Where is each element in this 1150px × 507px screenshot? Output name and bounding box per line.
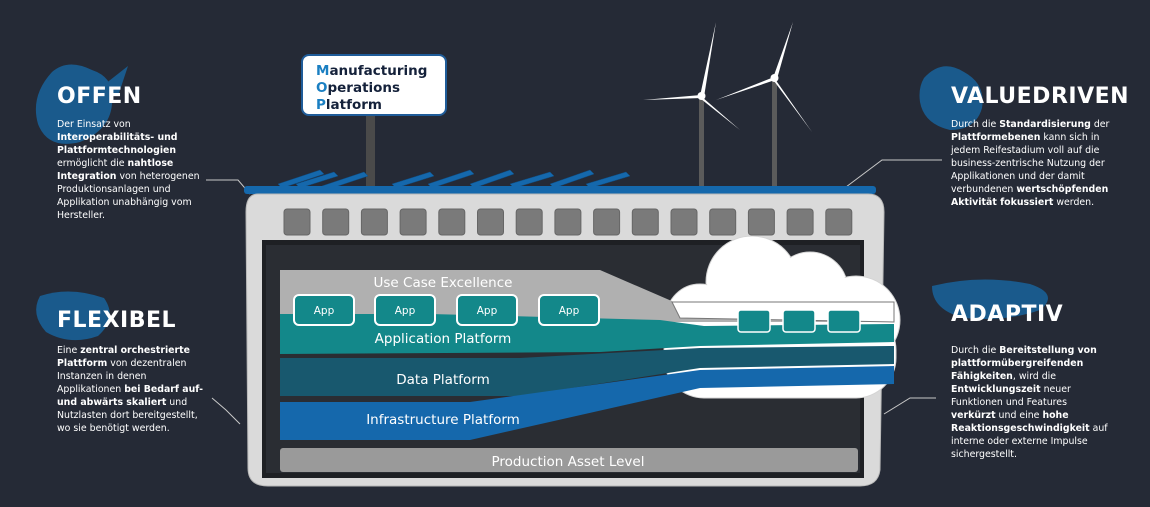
sign-line-3: Platform xyxy=(316,97,382,113)
text-run: und eine xyxy=(995,410,1043,421)
text-bold: Standardisierung xyxy=(999,119,1091,130)
sign-pole xyxy=(366,116,375,190)
production-asset-label: Production Asset Level xyxy=(492,454,645,470)
mop-sign: Manufacturing Operations Platform xyxy=(301,54,447,116)
app-box: App xyxy=(293,294,355,326)
roof-stripe xyxy=(244,186,876,194)
factory-window xyxy=(438,208,466,236)
factory-window xyxy=(747,208,775,236)
infrastructure-layer xyxy=(280,366,894,440)
app-box: App xyxy=(538,294,600,326)
window-row xyxy=(283,208,853,236)
valuedriven-title: VALUEDRIVEN xyxy=(951,84,1130,109)
text-run: werden. xyxy=(1053,197,1095,208)
text-bold: bei Bedarf auf- und abwärts skaliert xyxy=(57,384,204,408)
cloud-app-box xyxy=(737,309,771,333)
text-run: der xyxy=(1090,119,1110,130)
application-platform-label: Application Platform xyxy=(375,331,512,347)
sign-word: anufacturing xyxy=(329,63,428,79)
offen-connector xyxy=(206,179,251,195)
app-label: App xyxy=(559,305,580,317)
factory-window xyxy=(283,208,311,236)
text-run: Durch die xyxy=(951,119,1000,130)
factory-window xyxy=(825,208,853,236)
sign-initial: M xyxy=(316,63,330,79)
use-case-label: Use Case Excellence xyxy=(374,275,513,291)
sign-word: latform xyxy=(325,97,382,113)
valuedriven-connector xyxy=(841,159,942,191)
text-run: von heterogenen Produktionsanlagen und A… xyxy=(57,171,200,221)
factory-window xyxy=(709,208,737,236)
flexibel-text: Eine zentral orchestrierte Plattform von… xyxy=(57,344,209,435)
text-bold: verkürzt xyxy=(951,410,996,421)
text-bold: Bereitstellung von plattformübergreifend… xyxy=(951,345,1097,382)
text-bold: nahtlose Integration xyxy=(57,158,174,182)
adaptiv-connector xyxy=(883,397,936,415)
factory-window xyxy=(554,208,582,236)
app-box: App xyxy=(374,294,436,326)
text-bold: Plattformebenen xyxy=(951,132,1041,143)
adaptiv-blob xyxy=(932,279,1048,319)
wind-turbine-icon xyxy=(643,22,740,190)
factory-window xyxy=(515,208,543,236)
text-run: Der Einsatz von xyxy=(57,119,131,130)
factory-window xyxy=(670,208,698,236)
app-box: App xyxy=(456,294,518,326)
sign-initial: P xyxy=(316,97,326,113)
data-platform-label: Data Platform xyxy=(396,372,489,388)
factory-window xyxy=(360,208,388,236)
text-bold: wertschöpfenden Aktivität fokussiert xyxy=(951,184,1109,208)
offen-blob-accent xyxy=(100,66,128,96)
cloud-app-box xyxy=(827,309,861,333)
flexibel-blob xyxy=(36,291,110,341)
factory-window xyxy=(477,208,504,236)
text-bold: Interoperabilitäts- und Plattformtechnol… xyxy=(57,132,178,156)
app-label: App xyxy=(477,305,498,317)
infrastructure-platform-label: Infrastructure Platform xyxy=(366,412,520,428)
sign-word: perations xyxy=(327,80,401,96)
text-bold: Entwicklungszeit xyxy=(951,384,1041,395)
offen-blob xyxy=(35,64,113,144)
factory-window xyxy=(399,208,427,236)
flexibel-connector xyxy=(211,397,241,425)
app-label: App xyxy=(395,305,416,317)
text-run: und Nutzlasten dort bereitgestellt, wo s… xyxy=(57,397,198,434)
sign-initial: O xyxy=(316,80,328,96)
text-run: Durch die xyxy=(951,345,1000,356)
text-run: neuer Funktionen und Features xyxy=(951,384,1071,408)
sign-line-2: Operations xyxy=(316,80,400,96)
app-label: App xyxy=(314,305,335,317)
data-layer xyxy=(280,346,894,396)
adaptiv-text: Durch die Bereitstellung von plattformüb… xyxy=(951,344,1111,461)
valuedriven-text: Durch die Standardisierung der Plattform… xyxy=(951,118,1116,209)
text-run: Eine xyxy=(57,345,81,356)
valuedriven-blob xyxy=(919,66,983,130)
sign-line-1: Manufacturing xyxy=(316,63,427,79)
cloud-app-box xyxy=(782,309,816,333)
offen-title: OFFEN xyxy=(57,84,142,109)
wind-turbine-icon xyxy=(716,22,812,190)
text-run: kann sich in jedem Reifestadium voll auf… xyxy=(951,132,1105,195)
factory-window xyxy=(631,208,659,236)
factory-window xyxy=(786,208,814,236)
factory-window xyxy=(593,208,621,236)
text-run: auf interne oder externe Impulse sicherg… xyxy=(951,423,1108,460)
factory-window xyxy=(322,208,350,236)
text-run: ermöglicht die xyxy=(57,158,128,169)
text-run: , wird die xyxy=(1012,371,1057,382)
text-bold: zentral orchestrierte Plattform xyxy=(57,345,190,369)
text-bold: hohe Reaktionsgeschwindigkeit xyxy=(951,410,1090,434)
production-layer xyxy=(280,448,858,472)
offen-text: Der Einsatz von Interoperabilitäts- und … xyxy=(57,118,207,222)
flexibel-title: FLEXIBEL xyxy=(57,308,177,333)
adaptiv-title: ADAPTIV xyxy=(951,302,1064,327)
text-run: von dezentralen Instanzen in denen Appli… xyxy=(57,358,187,395)
